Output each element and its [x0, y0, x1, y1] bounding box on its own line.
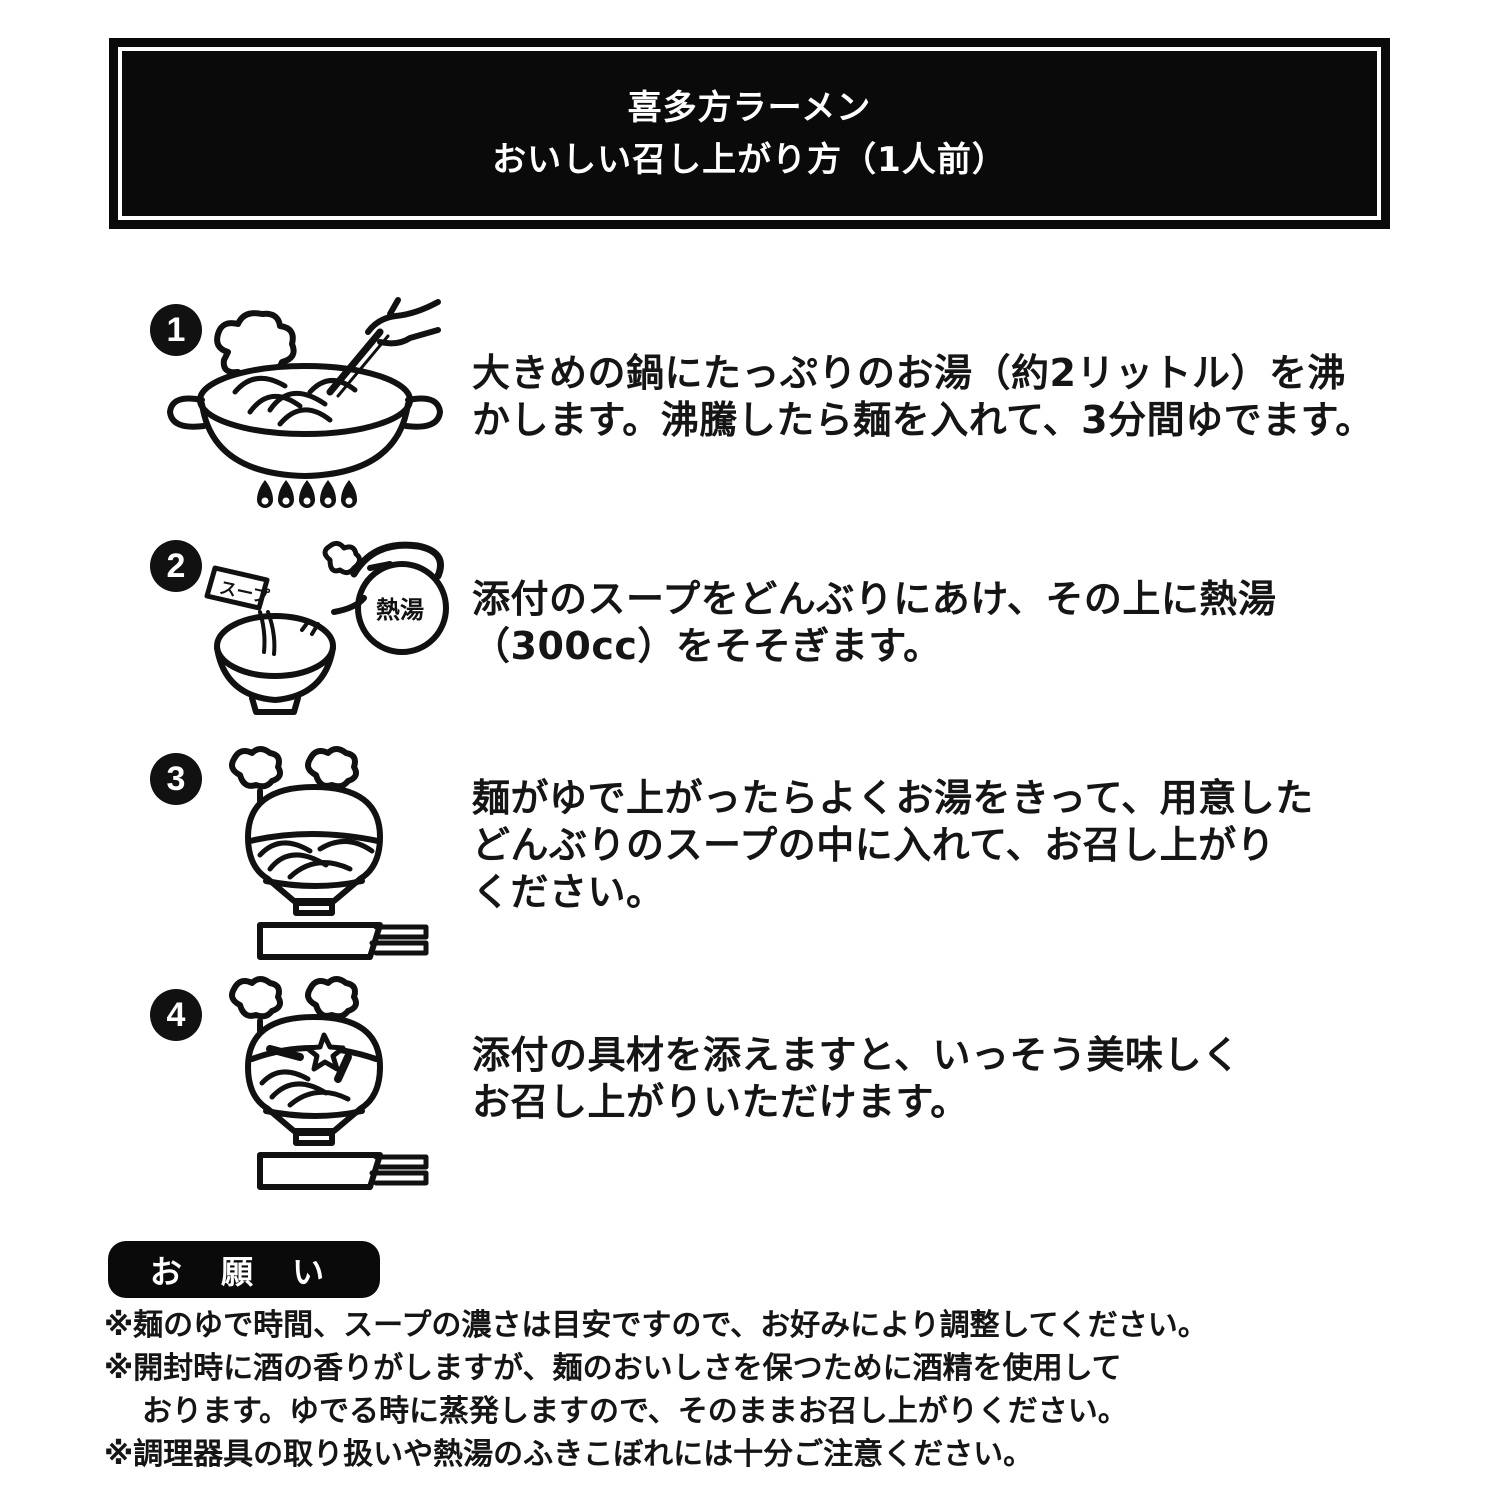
instruction-line: お召し上がりいただけます。 [472, 1080, 969, 1124]
title-banner-frame: 喜多方ラーメン おいしい召し上がり方（1人前） [118, 47, 1381, 220]
notice-item: ※開封時に酒の香りがしますが、麺のおいしさを保つために酒精を使用して [104, 1351, 1122, 1386]
svg-text:熱湯: 熱湯 [376, 596, 424, 624]
notice-list: ※麺のゆで時間、スープの濃さは目安ですので、お好みにより調整してください。 ※開… [104, 1304, 1404, 1476]
instruction-line: 添付の具材を添えますと、いっそう美味しく [472, 1033, 1241, 1077]
instruction-line: ください。 [472, 870, 665, 914]
notice-item: ※調理器具の取り扱いや熱湯のふきこぼれには十分ご注意ください。 [104, 1437, 1034, 1472]
instruction-line: 大きめの鍋にたっぷりのお湯（約2リットル）を沸 [472, 351, 1346, 395]
pot-boiling-noodles-icon [140, 292, 450, 512]
notice-heading-badge: お 願 い [108, 1241, 380, 1298]
step-number-badge: 3 [150, 753, 202, 805]
step-instruction: 麺がゆで上がったらよくお湯をきって、用意した どんぶりのスープの中に入れて、お召… [472, 775, 1332, 916]
instruction-line: 添付のスープをどんぶりにあけ、その上に熱湯 [472, 577, 1277, 621]
step-number-badge: 1 [150, 304, 202, 356]
step-number-badge: 2 [150, 540, 202, 592]
soup-packet-kettle-bowl-icon: スープ 熱湯 [140, 538, 450, 758]
notice-item-continuation: おります。ゆでる時に蒸発しますので、そのままお召し上がりください。 [142, 1394, 1128, 1429]
instruction-line: かします。沸騰したら麺を入れて、3分間ゆでます。 [472, 398, 1374, 442]
instruction-line: （300cc）をそそぎます。 [472, 624, 942, 668]
step-number-badge: 4 [150, 989, 202, 1041]
noodle-bowl-steam-icon [140, 745, 450, 965]
step-instruction: 添付の具材を添えますと、いっそう美味しく お召し上がりいただけます。 [472, 1032, 1332, 1126]
title-banner: 喜多方ラーメン おいしい召し上がり方（1人前） [109, 38, 1390, 229]
step-instruction: 添付のスープをどんぶりにあけ、その上に熱湯 （300cc）をそそぎます。 [472, 576, 1332, 670]
notice-item: ※麺のゆで時間、スープの濃さは目安ですので、お好みにより調整してください。 [104, 1308, 1208, 1343]
step-instruction: 大きめの鍋にたっぷりのお湯（約2リットル）を沸 かします。沸騰したら麺を入れて、… [472, 350, 1374, 444]
instruction-line: どんぶりのスープの中に入れて、お召し上がり [472, 823, 1276, 867]
page-title: おいしい召し上がり方（1人前） [492, 139, 1007, 180]
instruction-line: 麺がゆで上がったらよくお湯をきって、用意した [472, 776, 1314, 820]
ramen-bowl-toppings-icon [140, 975, 450, 1195]
product-name: 喜多方ラーメン [627, 87, 872, 128]
